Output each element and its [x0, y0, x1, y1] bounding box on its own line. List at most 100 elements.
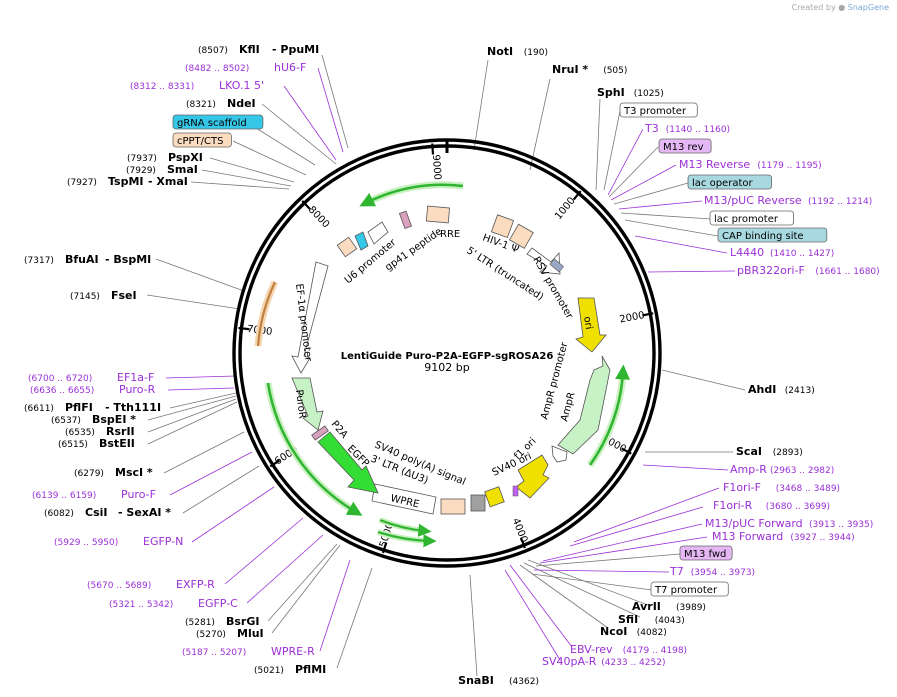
watermark-created-by: Created by [791, 3, 836, 12]
annotation-bsteii: BstEII [99, 437, 135, 450]
annotation-tspmi-extra: - XmaI [148, 175, 188, 188]
annotation-m13-forward: M13 Forward [712, 530, 783, 543]
annotation-tspmi: TspMI [108, 175, 144, 188]
rre-box [425, 205, 451, 224]
feature-label-puror: PuroR [293, 389, 307, 419]
annotation-cap-binding-site: CAP binding site [722, 231, 804, 242]
annotation-bfuai-position: (7317) [24, 256, 54, 266]
annotation-lac-promoter: lac promoter [714, 214, 779, 225]
annotation-bsrgi: BsrGI [226, 615, 259, 628]
annotation-ef1a-f: EF1a-F [117, 371, 154, 384]
annotation-nrui-position: (505) [603, 66, 627, 76]
wpre-shape [371, 483, 437, 515]
annotation-grna-scaffold: gRNA scaffold [177, 118, 247, 129]
annotation-m13-reverse-position: (1179 .. 1195) [757, 161, 821, 171]
ampr-promoter-shape [551, 445, 568, 463]
annotation-noti-position: (190) [524, 48, 548, 58]
annotation-egfp-c: EGFP-C [198, 597, 238, 610]
annotation-msci: MscI * [115, 466, 153, 479]
grna-scaffold-shape [354, 231, 369, 251]
annotation-mlui-position: (5270) [196, 630, 226, 640]
ring-tick-label: 2000 [619, 310, 646, 326]
annotation-puro-r-position: (6636 .. 6655) [30, 386, 94, 396]
annotation-smai-position: (7929) [126, 166, 156, 176]
rsv-promoter-shape [526, 247, 561, 275]
snapgene-logo-icon: ● [838, 3, 846, 12]
annotation-m13-fwd-box [679, 545, 733, 561]
annotation-lko-1-5-position: (8312 .. 8331) [130, 82, 194, 92]
annotation-noti: NotI [487, 45, 513, 58]
annotation-f1ori-f-position: (3468 .. 3489) [776, 484, 840, 494]
annotation-bspei-position: (6537) [51, 416, 81, 426]
annotation-ncoi-position: (4082) [637, 628, 667, 638]
annotation-ncoi: NcoI [600, 625, 627, 638]
annotation-sphi: SphI [597, 86, 625, 99]
annotation-t3: T3 [644, 122, 659, 135]
annotation-cppt-cts-box [172, 132, 232, 148]
annotation-avrii-position: (3989) [676, 603, 706, 613]
ring-tick-label: 9000 [430, 154, 443, 180]
ring-tick [238, 326, 250, 331]
annotation-bfuai-extra: - BspMI [105, 253, 151, 266]
annotation-pbr322ori-f: pBR322ori-F [737, 264, 805, 277]
sv40-ori-box [484, 486, 505, 508]
annotation-t3-promoter: T3 promoter [623, 106, 687, 117]
map-title: LentiGuide Puro-P2A-EGFP-sgROSA26 [341, 351, 554, 362]
feature-label-rre: RRE [440, 229, 460, 240]
annotation-wpre-r: WPRE-R [271, 645, 315, 658]
annotation-kfli: KflI [239, 43, 260, 56]
annotation-m13-puc-reverse: M13/pUC Reverse [704, 194, 802, 207]
annotation-kfli-extra: - PpuMI [272, 43, 319, 56]
feature-label-ampr: AmpR [559, 391, 577, 423]
feature-arcs [254, 181, 631, 548]
annotation-t7-promoter: T7 promoter [654, 585, 718, 596]
annotation-hu6-f: hU6-F [274, 61, 306, 74]
annotation-f1ori-r: F1ori-R [713, 499, 753, 512]
annotation-m13-puc-forward: M13/pUC Forward [705, 517, 803, 530]
annotation-snabi-position: (4362) [509, 677, 539, 687]
ltr3-box [440, 498, 466, 515]
annotation-bspei: BspEI * [92, 413, 136, 426]
annotation-amp-r-position: (2963 .. 2982) [770, 466, 834, 476]
annotation-exfp-r: EXFP-R [176, 578, 215, 591]
annotation-lac-operator-box [687, 174, 772, 190]
egfp-shape [317, 431, 379, 494]
annotation-m13-puc-forward-position: (3913 .. 3935) [809, 520, 873, 530]
annotation-ahdi-position: (2413) [785, 386, 815, 396]
annotation-m13-forward-position: (3927 .. 3944) [790, 533, 854, 543]
snapgene-watermark: Created by ● SnapGene [792, 3, 889, 12]
annotation-ahdi: AhdI [748, 383, 776, 396]
annotation-t7: T7 [669, 565, 684, 578]
annotation-pflfi: PflFI [65, 401, 93, 414]
annotation-m13-fwd: M13 fwd [684, 549, 726, 560]
annotation-csii: CsiI [85, 506, 107, 519]
annotation-sfii-position: (4043) [655, 616, 685, 626]
ring-tick [572, 190, 582, 201]
ltr5-box [509, 223, 534, 249]
ring-tick [269, 459, 281, 468]
annotation-bsteii-position: (6515) [58, 440, 88, 450]
annotation-pflfi-position: (6611) [24, 404, 54, 414]
annotation-avrii: AvrII [632, 600, 661, 613]
annotation-nrui: NruI * [552, 63, 588, 76]
annotation-puro-f-position: (6139 .. 6159) [32, 491, 96, 501]
annotation-pbr322ori-f-position: (1661 .. 1680) [815, 267, 879, 277]
annotation-grna-scaffold-box [172, 114, 264, 130]
small-purple-marker [512, 485, 519, 497]
p2a-box [311, 425, 329, 441]
ring-tick-label: 8000 [306, 204, 332, 230]
feature-label-ori: ori [581, 316, 594, 331]
annotation-kfli-position: (8507) [198, 46, 228, 56]
annotation-egfp-c-position: (5321 .. 5342) [109, 600, 173, 610]
ampr-shape [557, 355, 611, 455]
annotation-bsrgi-position: (5281) [185, 618, 215, 628]
annotation-csii-extra: - SexAI * [118, 506, 171, 519]
map-size: 9102 bp [424, 361, 469, 374]
annotation-lac-operator: lac operator [692, 178, 753, 189]
annotation-egfp-n: EGFP-N [143, 535, 183, 548]
leader-lines [146, 54, 746, 677]
annotation-pflmi: PflMI [295, 663, 326, 676]
annotation-snabi: SnaBI [458, 674, 494, 687]
annotation-cppt-cts: cPPT/CTS [177, 136, 223, 147]
annotation-fsei: FseI [111, 289, 137, 302]
